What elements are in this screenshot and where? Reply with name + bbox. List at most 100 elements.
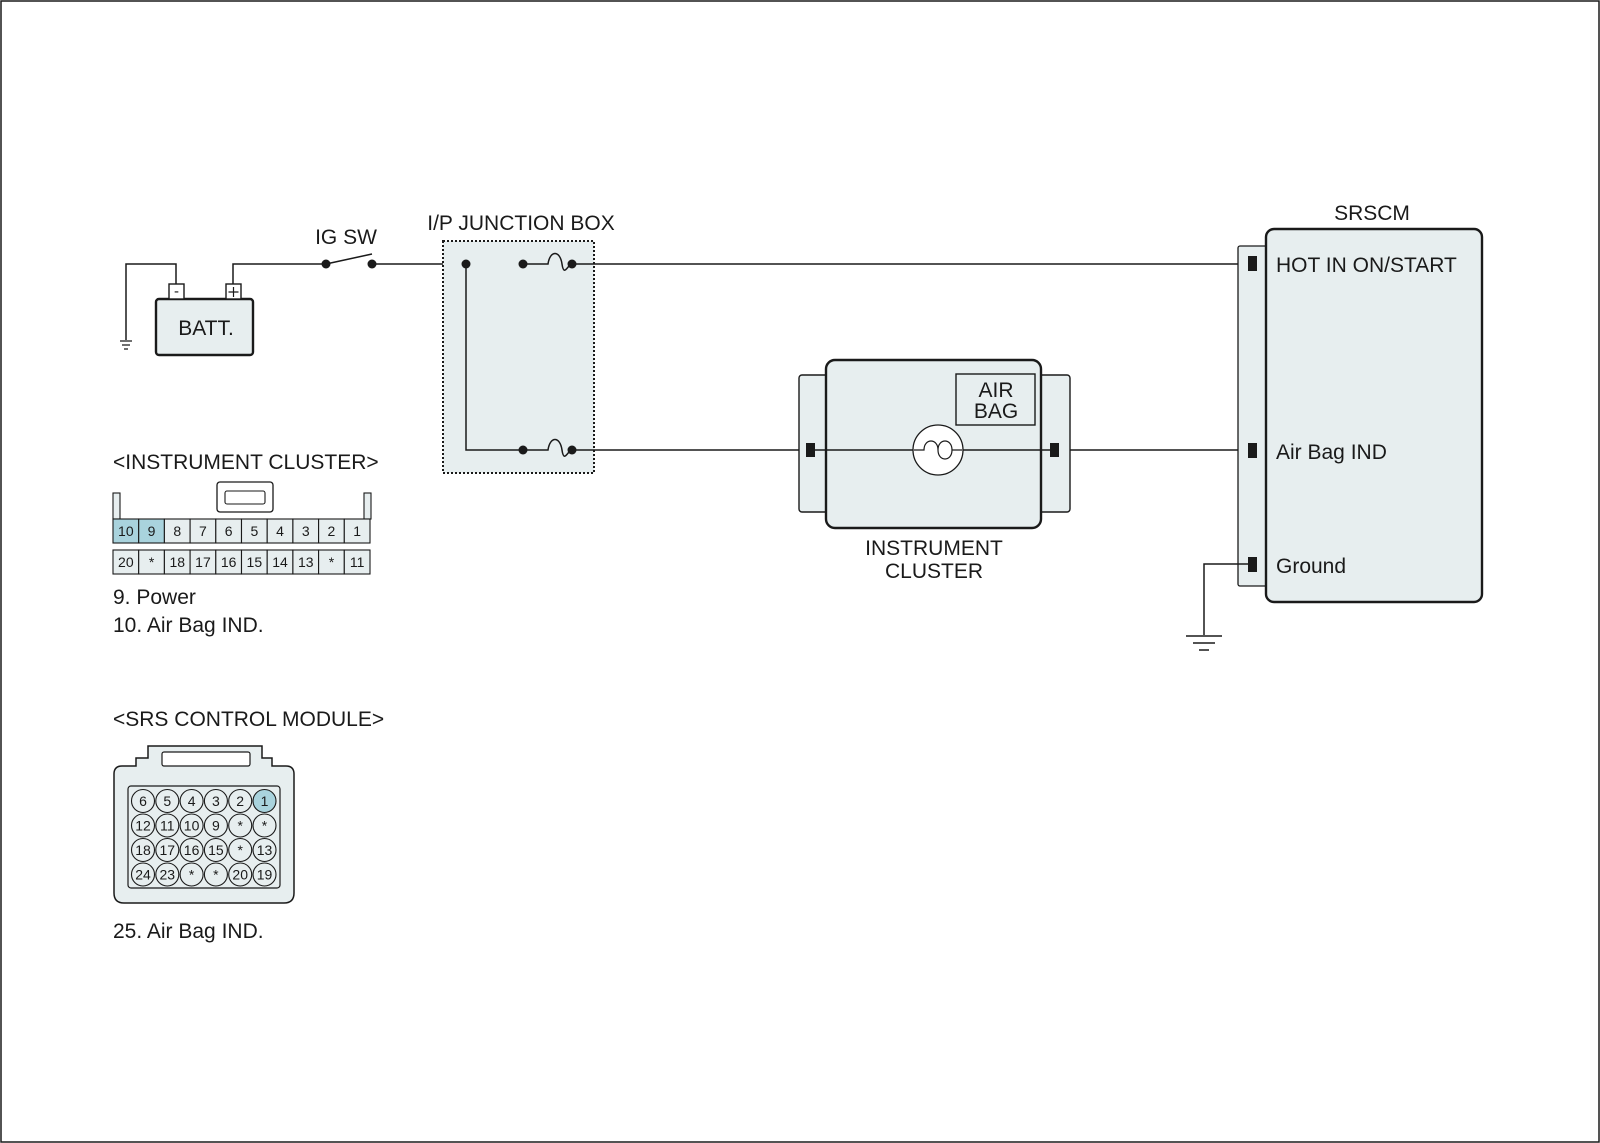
pin-number: 18 — [135, 842, 151, 858]
pin-number: 10 — [118, 523, 134, 539]
pin-number: 5 — [250, 523, 258, 539]
srscm-pin-label-ground: Ground — [1276, 555, 1346, 578]
srscm-connector-shell — [1237, 245, 1269, 587]
srscm-pin-airbag — [1248, 443, 1257, 458]
pin-number: 4 — [188, 793, 196, 809]
instrument-cluster-connector: <INSTRUMENT CLUSTER> 10 9 8 7 6 5 4 3 2 1 20 * 1 8 17… — [112, 451, 379, 637]
pin-number: 23 — [160, 867, 176, 883]
connector-cell — [292, 518, 320, 544]
connector-cell — [318, 518, 345, 544]
pin-socket — [203, 788, 228, 814]
pin-number: 6 — [225, 523, 233, 539]
pin-number: 15 — [247, 554, 263, 570]
pin-socket — [228, 788, 253, 814]
srscm-label: SRSCM — [1334, 202, 1410, 225]
pin-socket — [130, 788, 156, 814]
pin-number: 5 — [163, 793, 171, 809]
fuse-icon — [523, 252, 573, 271]
pin-number: 1 — [353, 523, 361, 539]
pin-socket — [179, 862, 204, 887]
cluster-connector-top-row: 10 9 8 7 6 5 4 3 2 1 — [112, 518, 371, 544]
pin-number: 17 — [160, 842, 176, 858]
srscm-ground-wire — [1203, 563, 1248, 635]
pin-number: 15 — [208, 842, 224, 858]
filament-icon — [914, 440, 962, 460]
air-bag-label-line1: AIR — [978, 379, 1013, 402]
cluster-legend-line2: 10. Air Bag IND. — [113, 614, 264, 637]
pin-socket — [130, 837, 156, 863]
pin-socket — [203, 862, 228, 887]
pin-socket — [203, 813, 228, 838]
srscm-pin-label-airbag: Air Bag IND — [1276, 441, 1387, 464]
pin-socket — [252, 837, 277, 863]
pin-number: 12 — [135, 818, 151, 834]
cluster-label-line1: INSTRUMENT — [865, 537, 1003, 560]
cluster-connector-latch-inner — [224, 490, 266, 505]
cluster-connector-title: <INSTRUMENT CLUSTER> — [113, 451, 379, 474]
pin-number: 9 — [148, 523, 156, 539]
pin-number: * — [262, 818, 268, 834]
pin-socket — [179, 788, 204, 814]
connector-cell — [138, 549, 165, 575]
pin-number: 24 — [135, 867, 151, 883]
srscm-pin-label-hot: HOT IN ON/START — [1276, 254, 1457, 277]
connector-cell — [215, 518, 243, 544]
srscm-pin-ground — [1248, 557, 1257, 572]
srscm-body — [1264, 227, 1484, 604]
pin-number: 3 — [302, 523, 310, 539]
battery-label: BATT. — [178, 317, 234, 340]
pin-number: 2 — [236, 793, 244, 809]
pin-number: 4 — [276, 523, 284, 539]
pin-number: 19 — [257, 867, 273, 883]
pin-number: 11 — [350, 554, 365, 570]
air-bag-label-line2: BAG — [974, 400, 1018, 423]
pin-number: 6 — [139, 793, 147, 809]
pin-socket — [252, 813, 277, 838]
pin-number: 14 — [272, 554, 288, 570]
srs-legend-line1: 25. Air Bag IND. — [113, 920, 264, 943]
cluster-pin-left — [806, 443, 815, 457]
connector-cell — [240, 549, 268, 575]
pin-socket — [203, 837, 228, 863]
pin-number: 17 — [195, 554, 211, 570]
pin-number: 7 — [199, 523, 207, 539]
battery-ground-wire — [125, 263, 177, 340]
fuse-icon — [523, 438, 573, 457]
pin-number: * — [149, 554, 155, 570]
ground-icon — [1186, 635, 1222, 651]
battery-minus-sign: - — [174, 283, 179, 300]
pin-number: 11 — [160, 818, 175, 834]
junction-box-label: I/P JUNCTION BOX — [427, 212, 614, 235]
connector-cell — [189, 549, 217, 575]
pin-number: 2 — [328, 523, 336, 539]
ig-switch: IG SW — [315, 226, 377, 269]
cluster-connector-post-right — [363, 492, 372, 520]
pin-socket — [228, 813, 253, 838]
battery-body — [154, 297, 255, 357]
air-bag-warning-box — [955, 373, 1036, 426]
cluster-label-line2: CLUSTER — [885, 560, 983, 583]
pin-socket — [228, 837, 253, 863]
plus-icon — [228, 287, 239, 297]
pin-number: 20 — [232, 867, 248, 883]
pin-socket — [252, 862, 277, 887]
ig-switch-blade — [325, 253, 373, 265]
connector-cell — [215, 549, 243, 575]
junction-branch-wire — [465, 264, 523, 451]
connector-cell — [240, 518, 268, 544]
cluster-legend-line1: 9. Power — [113, 586, 196, 609]
pin-number: 8 — [173, 523, 181, 539]
pin-number: * — [189, 867, 195, 883]
battery: BATT. - — [120, 263, 255, 357]
connector-cell — [189, 518, 217, 544]
pin-number: 20 — [118, 554, 134, 570]
battery-to-ig-wire — [232, 263, 326, 284]
pin-number: 1 — [261, 793, 269, 809]
junction-box: I/P JUNCTION BOX — [427, 212, 615, 474]
connector-cell — [343, 518, 371, 544]
pin-socket — [155, 837, 180, 863]
